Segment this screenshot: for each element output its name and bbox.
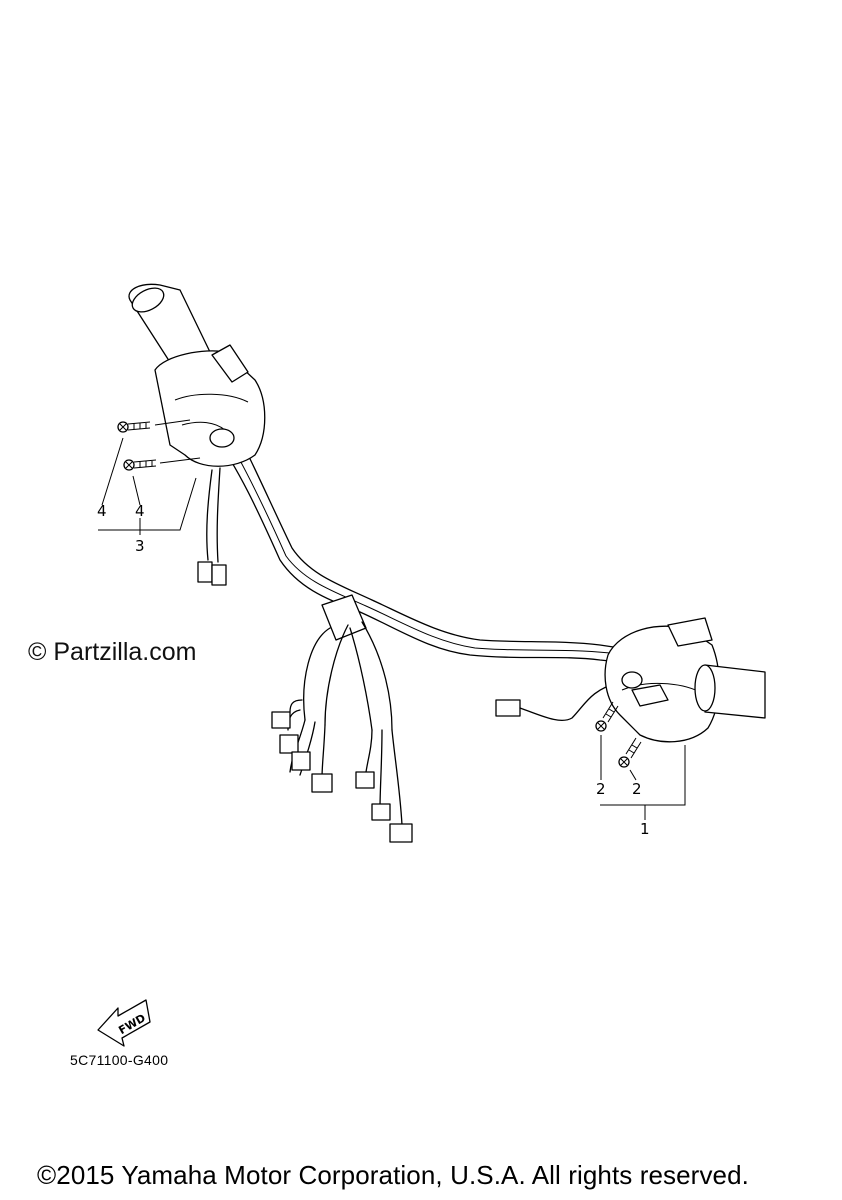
fwd-arrow-icon: FWD <box>97 999 151 1047</box>
callout-left-screw-upper: 4 <box>97 502 107 520</box>
callout-right-screw-lower: 2 <box>632 780 642 798</box>
callout-right-screw-upper: 2 <box>596 780 606 798</box>
right-switch-housing <box>604 617 720 743</box>
connectors <box>271 699 521 843</box>
watermark: © Partzilla.com <box>28 638 197 666</box>
left-switch-wire <box>197 467 227 586</box>
left-callout-leaders <box>98 437 197 535</box>
left-screw-upper <box>117 419 191 433</box>
right-screw-lower <box>618 737 642 768</box>
callout-left-screw-lower: 4 <box>135 502 145 520</box>
handlebar <box>211 429 621 663</box>
left-screw-lower <box>123 457 201 471</box>
left-grip <box>128 283 211 371</box>
right-callout-leaders <box>600 735 686 820</box>
right-grip <box>694 664 766 719</box>
left-switch-housing <box>154 344 266 467</box>
callout-left-switch: 3 <box>135 537 145 555</box>
copyright-notice: ©2015 Yamaha Motor Corporation, U.S.A. A… <box>37 1160 749 1190</box>
diagram-code: 5C71100-G400 <box>70 1052 169 1068</box>
callout-right-switch: 1 <box>640 820 650 838</box>
right-screw-upper <box>595 701 619 732</box>
wiring-harness <box>287 594 403 826</box>
right-switch-wire <box>519 681 621 722</box>
